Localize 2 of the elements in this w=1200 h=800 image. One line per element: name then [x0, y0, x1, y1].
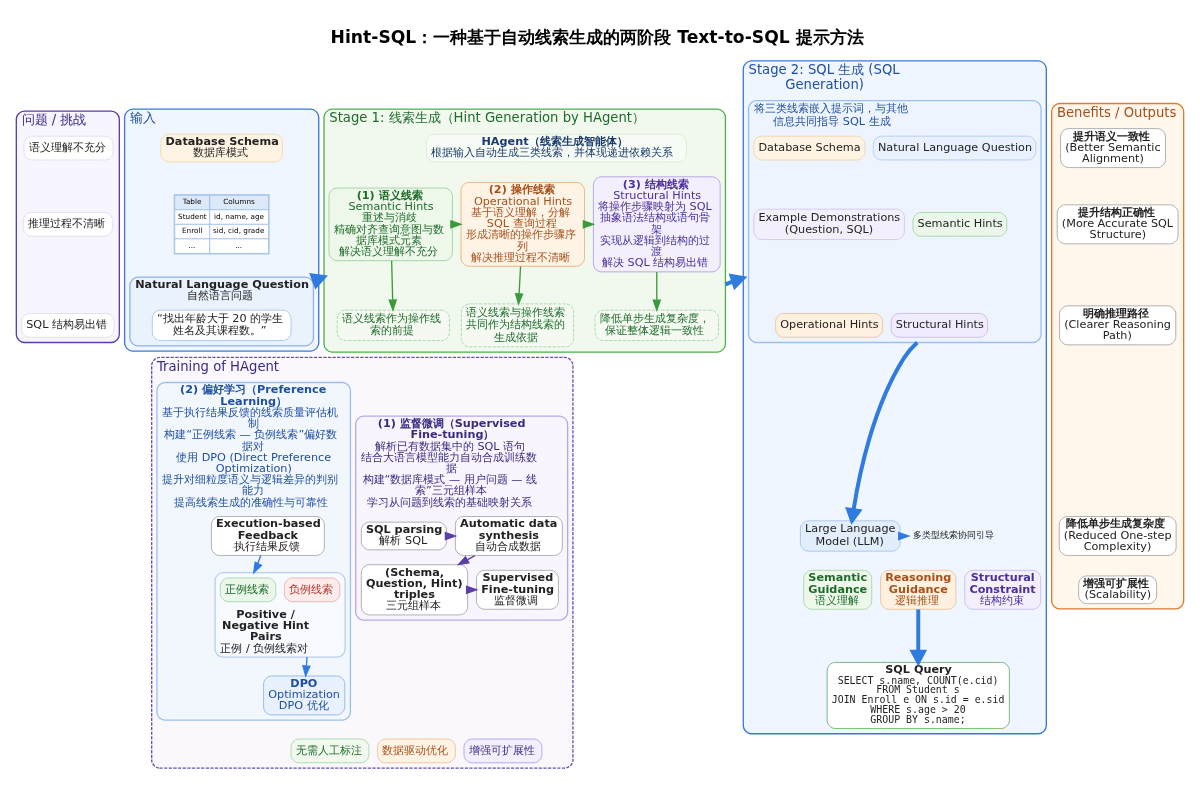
diagram-title: Hint-SQL：一种基于自动线索生成的两阶段 Text-to-SQL 提示方法 — [330, 26, 864, 47]
node-text: 多类型线索协同引导 — [913, 528, 995, 540]
